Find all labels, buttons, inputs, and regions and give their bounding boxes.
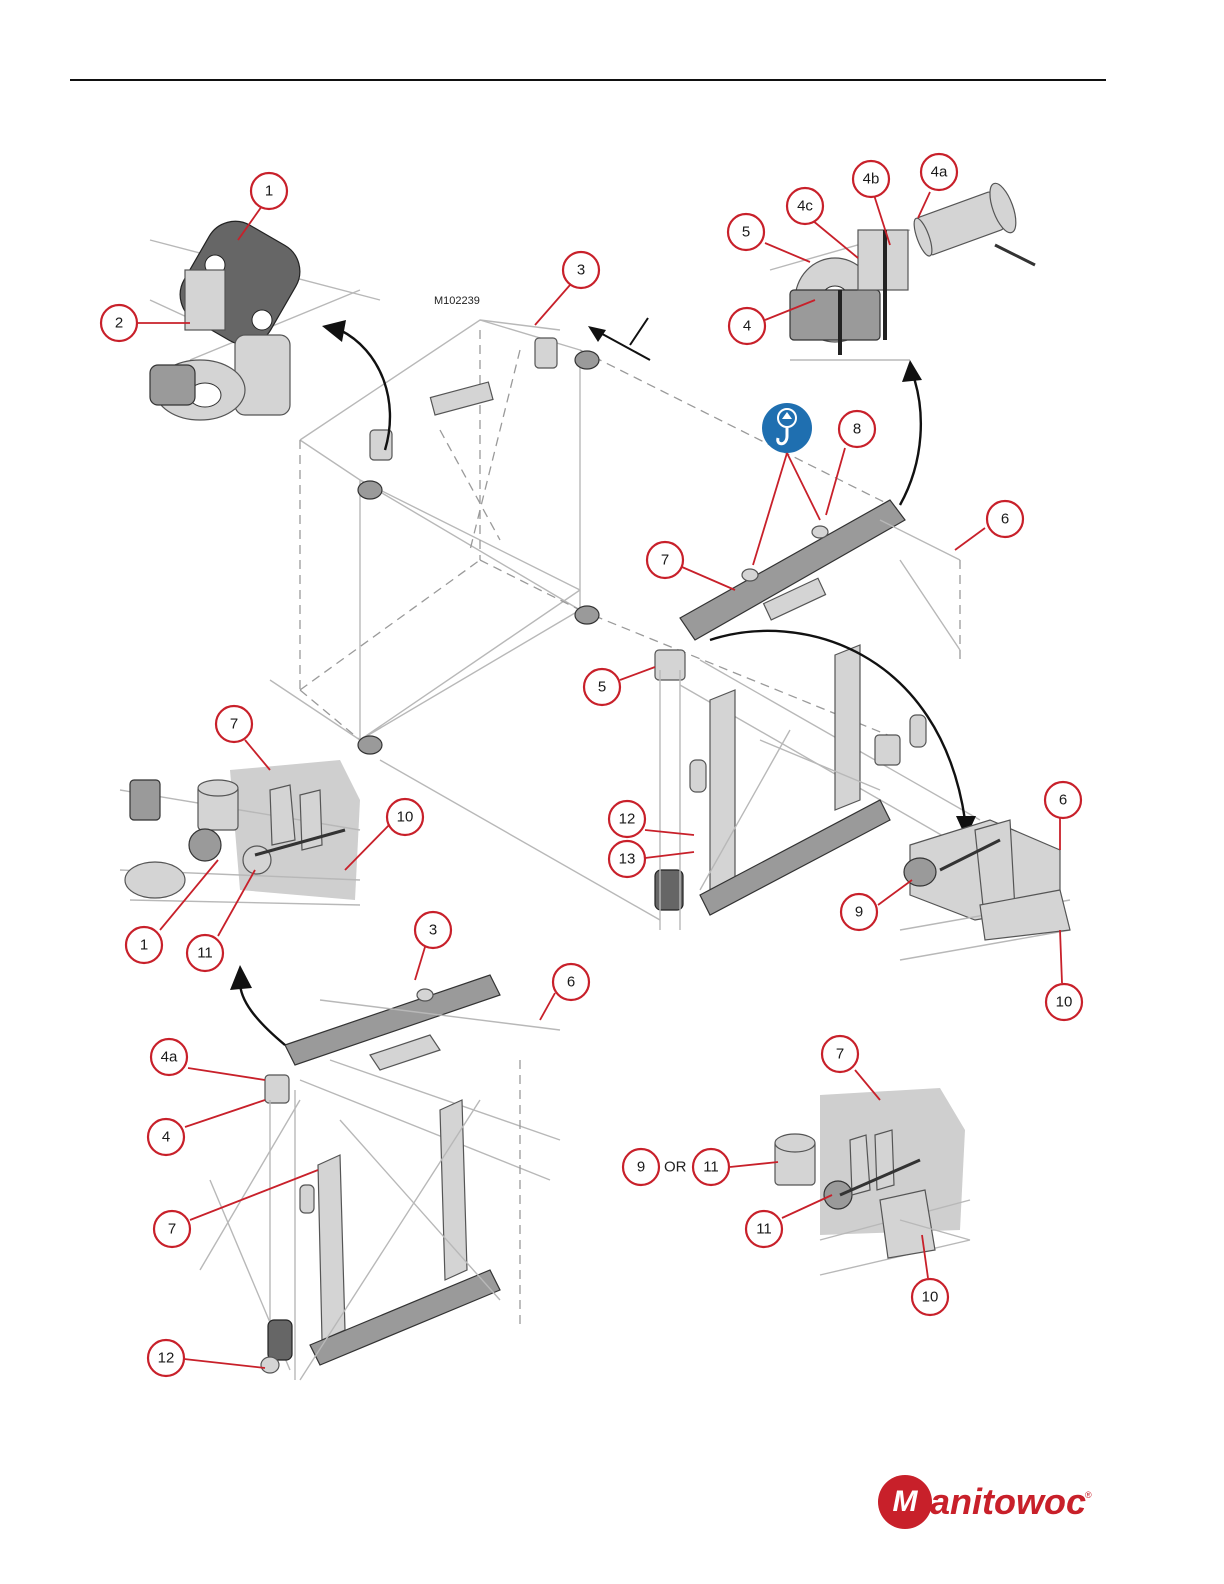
callout-1-left: 1 [126, 927, 162, 963]
svg-text:11: 11 [703, 1159, 719, 1176]
brand-registered-mark: ® [1085, 1490, 1092, 1500]
callout-6-bottom: 6 [553, 964, 589, 1000]
or-label: OR [664, 1159, 687, 1176]
callout-13: 13 [609, 841, 645, 877]
callout-10-right: 10 [1046, 984, 1082, 1020]
callout-4a-top: 4a [921, 154, 957, 190]
svg-text:9: 9 [637, 1159, 645, 1176]
figure-id: M102239 [434, 295, 480, 307]
svg-text:5: 5 [742, 224, 750, 241]
callout-3-top: 3 [563, 252, 599, 288]
svg-text:2: 2 [115, 315, 123, 332]
svg-text:13: 13 [619, 851, 636, 868]
callout-3-bottom: 3 [415, 912, 451, 948]
callout-9-right: 9 [841, 894, 877, 930]
callout-7-center: 7 [647, 542, 683, 578]
lifting-beam-lower [200, 975, 560, 1380]
callout-11-bottom-right: 11 [746, 1211, 782, 1247]
svg-text:4a: 4a [161, 1049, 178, 1066]
callout-2: 2 [101, 305, 137, 341]
direction-arrow [588, 318, 650, 360]
callout-9-or: 9 [623, 1149, 659, 1185]
detail-beam-end-pin-alt [775, 1088, 970, 1275]
callout-5-center: 5 [584, 669, 620, 705]
callout-11-left: 11 [187, 935, 223, 971]
manitowoc-logo: M anitowoc ® [878, 1475, 1092, 1529]
svg-text:10: 10 [1056, 994, 1073, 1011]
svg-text:1: 1 [265, 183, 273, 200]
callout-4a-bottom: 4a [151, 1039, 187, 1075]
callout-11-or: 11 [693, 1149, 729, 1185]
svg-text:6: 6 [1059, 792, 1067, 809]
svg-text:10: 10 [922, 1289, 939, 1306]
callout-10-bottom-right: 10 [912, 1279, 948, 1315]
svg-text:4c: 4c [797, 198, 813, 215]
svg-text:9: 9 [855, 904, 863, 921]
callout-7-bottom-right: 7 [822, 1036, 858, 1072]
arrow-to-beam-end-detail [240, 982, 285, 1045]
svg-text:3: 3 [429, 922, 437, 939]
detail-beam-end [120, 760, 360, 905]
callout-5-top: 5 [728, 214, 764, 250]
callout-12-bottom: 12 [148, 1340, 184, 1376]
svg-text:M: M [893, 1485, 919, 1518]
svg-text:12: 12 [619, 811, 636, 828]
lift-point-icon [762, 403, 812, 453]
svg-text:6: 6 [567, 974, 575, 991]
svg-text:4: 4 [743, 318, 751, 335]
callout-6-right: 6 [1045, 782, 1081, 818]
svg-text:6: 6 [1001, 511, 1009, 528]
svg-text:1: 1 [140, 937, 148, 954]
callout-10-left: 10 [387, 799, 423, 835]
callout-4-top: 4 [729, 308, 765, 344]
svg-text:11: 11 [756, 1221, 772, 1238]
svg-text:7: 7 [168, 1221, 176, 1238]
callout-7-bottom: 7 [154, 1211, 190, 1247]
svg-text:7: 7 [230, 716, 238, 733]
arrow-to-pin-detail [900, 375, 921, 505]
svg-text:12: 12 [158, 1350, 175, 1367]
callout-1-top: 1 [251, 173, 287, 209]
callout-4b: 4b [853, 161, 889, 197]
svg-text:4b: 4b [863, 171, 880, 188]
brand-wordmark: anitowoc [930, 1481, 1086, 1522]
callout-4c: 4c [787, 188, 823, 224]
callout-12-center: 12 [609, 801, 645, 837]
detail-link-plates [150, 210, 380, 420]
svg-text:8: 8 [853, 421, 861, 438]
svg-text:4: 4 [162, 1129, 170, 1146]
callout-8: 8 [839, 411, 875, 447]
callout-6-top: 6 [987, 501, 1023, 537]
svg-text:4a: 4a [931, 164, 948, 181]
svg-text:10: 10 [397, 809, 414, 826]
svg-text:7: 7 [661, 552, 669, 569]
detail-connector-pin [900, 820, 1070, 960]
svg-text:7: 7 [836, 1046, 844, 1063]
svg-text:5: 5 [598, 679, 606, 696]
svg-text:11: 11 [197, 945, 213, 962]
boom-section-main [270, 320, 900, 920]
svg-text:3: 3 [577, 262, 585, 279]
callout-7-left: 7 [216, 706, 252, 742]
callout-4-bottom: 4 [148, 1119, 184, 1155]
